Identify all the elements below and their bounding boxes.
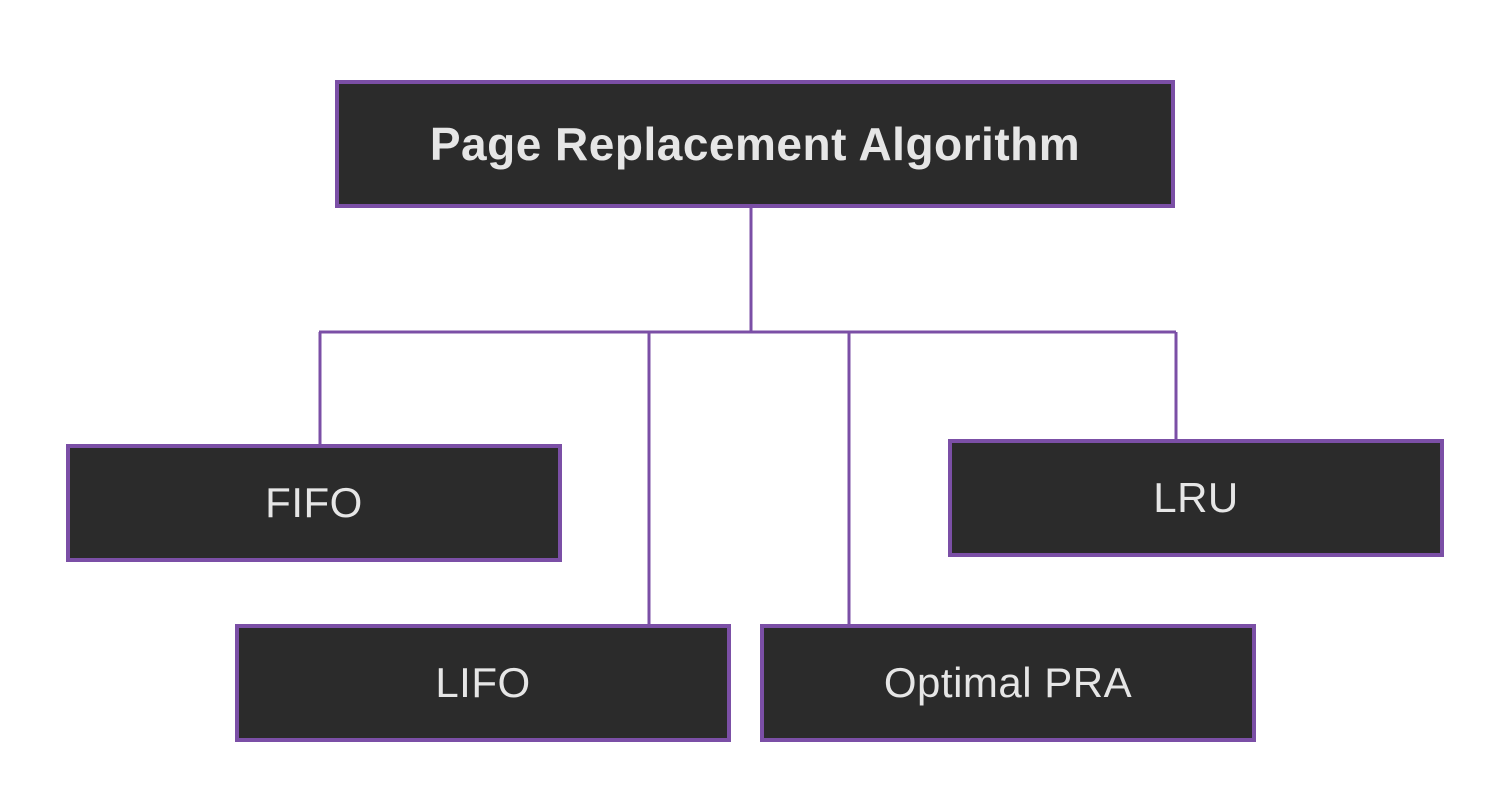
root-node-label: Page Replacement Algorithm xyxy=(429,118,1081,170)
node-lifo-label: LIFO xyxy=(435,659,531,706)
node-lru: LRU xyxy=(948,439,1444,557)
node-optimal-pra: Optimal PRA xyxy=(760,624,1256,742)
node-optimal-pra-label: Optimal PRA xyxy=(883,659,1133,706)
node-lru-label: LRU xyxy=(1153,474,1239,521)
node-lifo: LIFO xyxy=(235,624,731,742)
root-node: Page Replacement Algorithm xyxy=(335,80,1175,208)
node-fifo: FIFO xyxy=(66,444,562,562)
node-fifo-label: FIFO xyxy=(265,479,363,526)
